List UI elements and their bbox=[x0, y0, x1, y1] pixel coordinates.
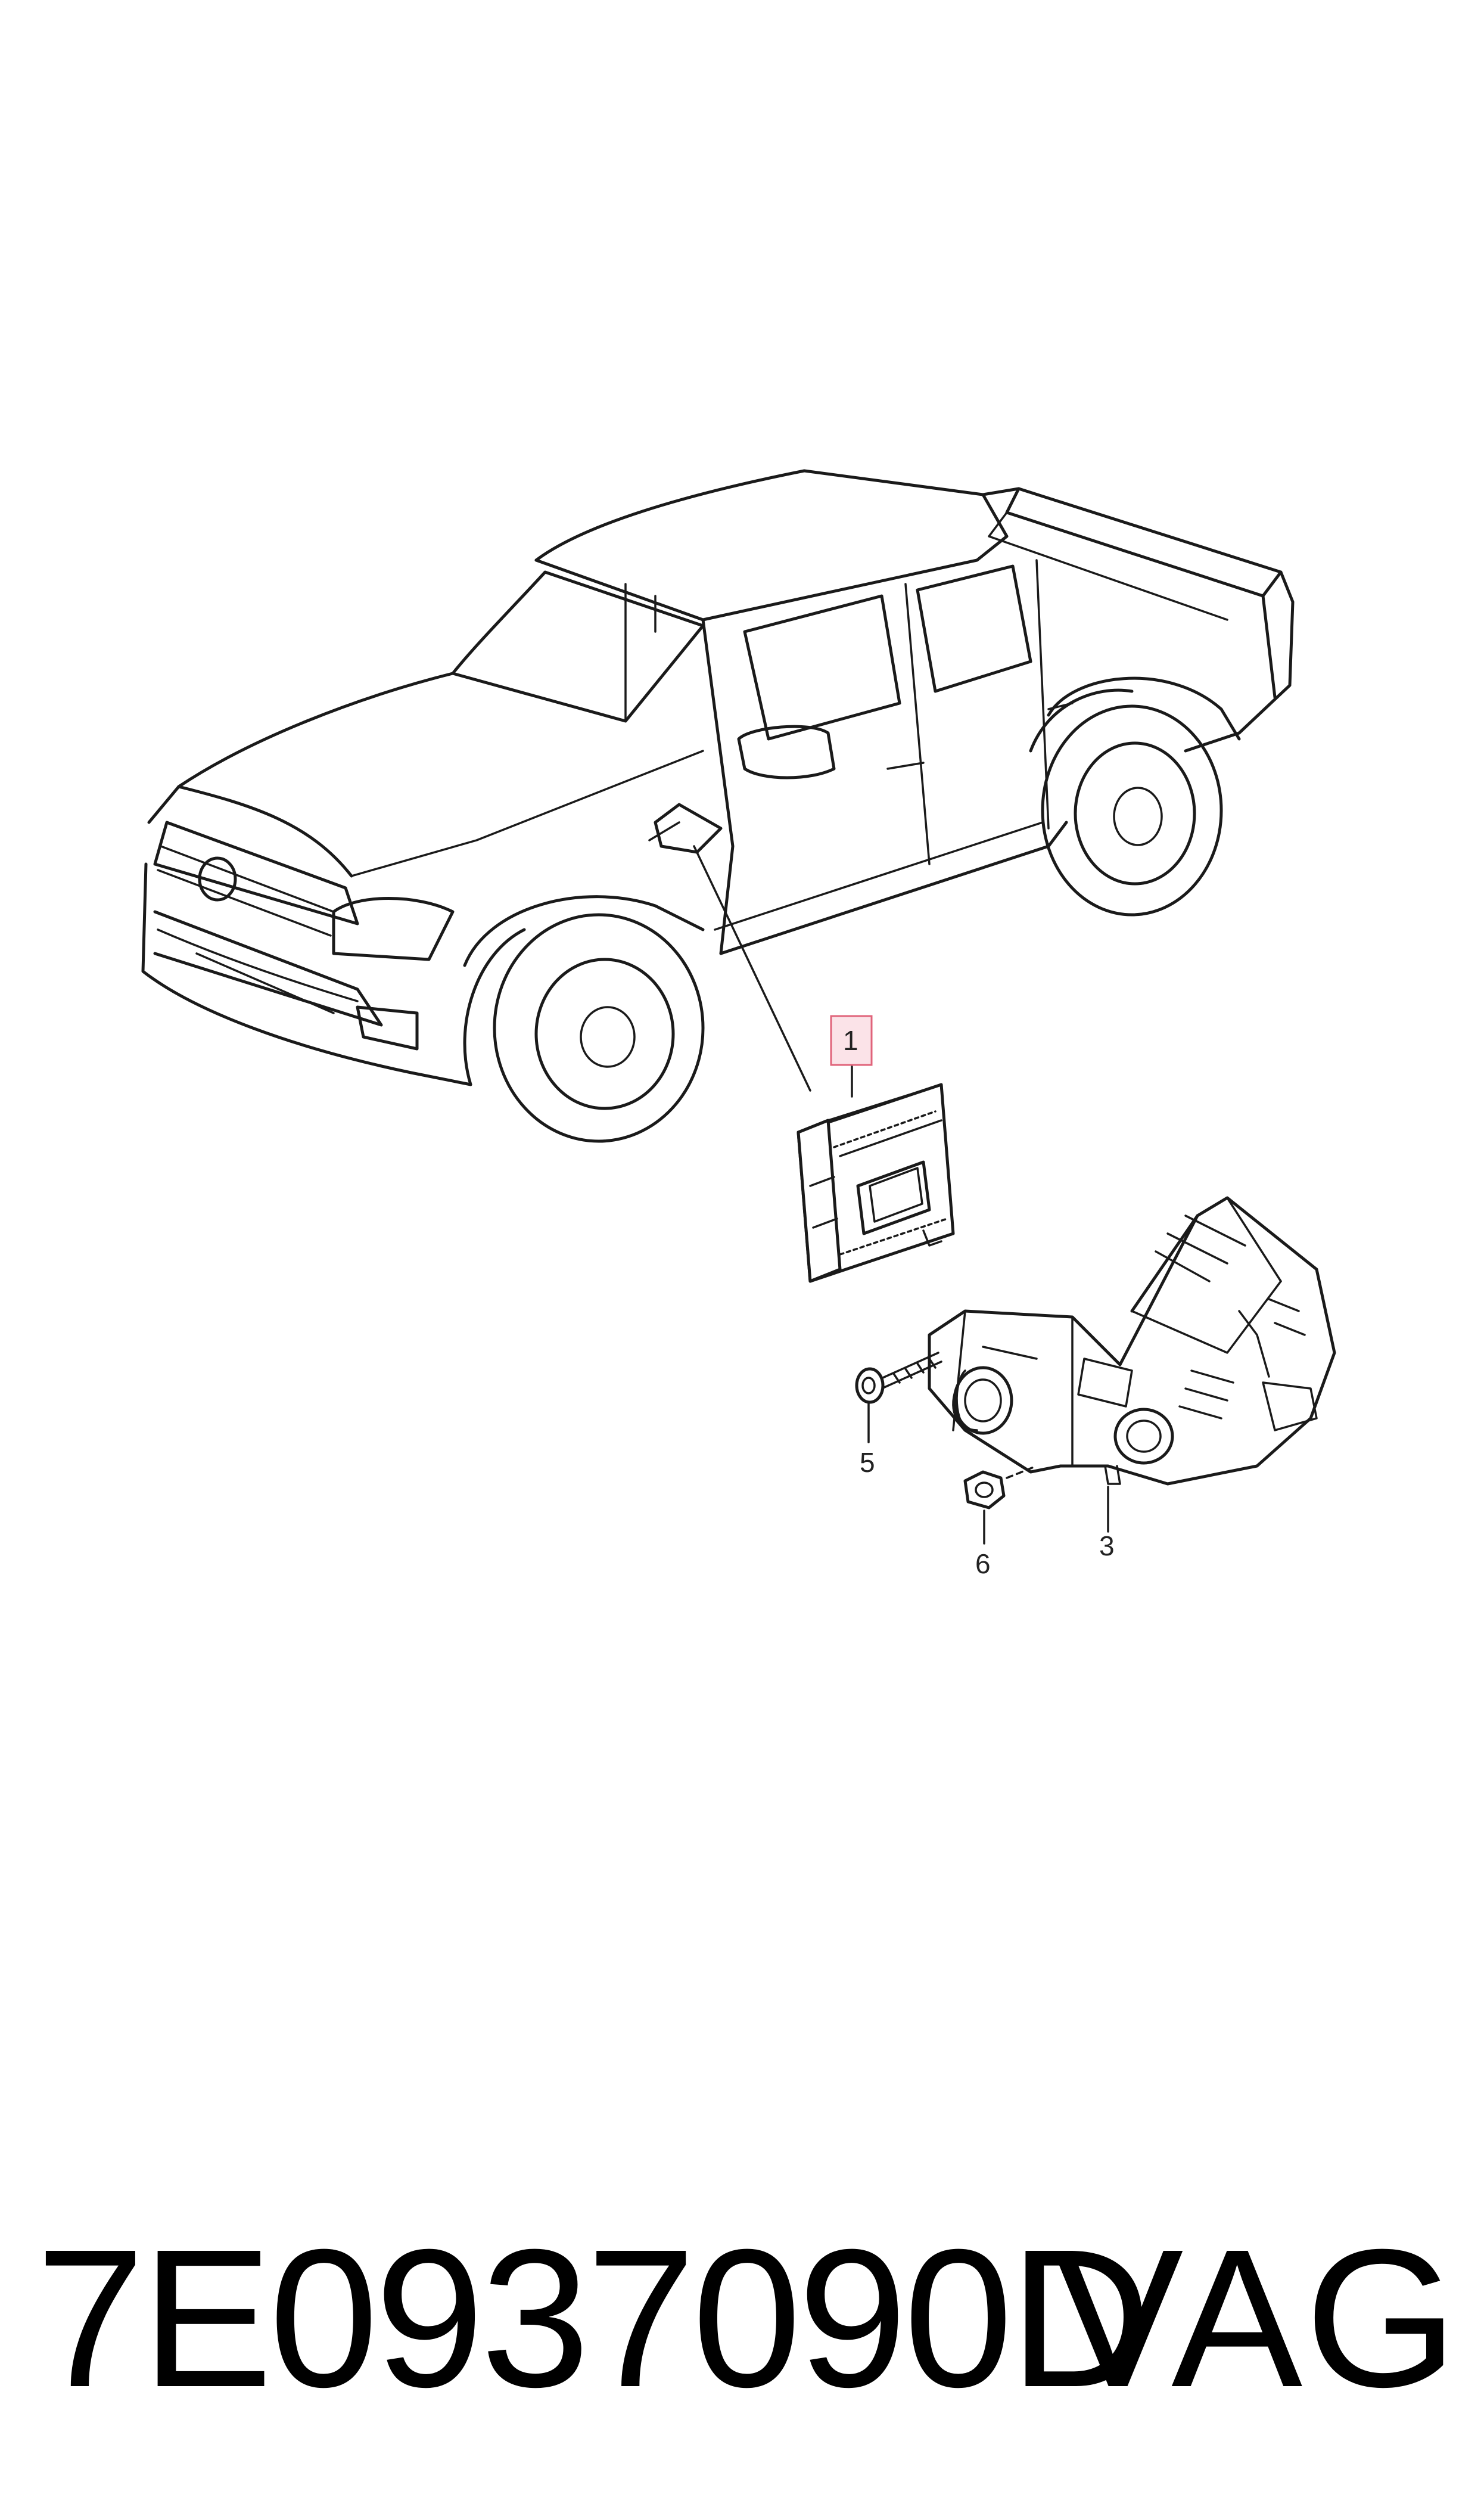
brand-label: VAG bbox=[1052, 2208, 1460, 2428]
part-number: 7E0937090D bbox=[36, 2208, 1152, 2428]
nut-item-6 bbox=[963, 1465, 1038, 1509]
bolt-item-5 bbox=[855, 1352, 942, 1404]
front-wheel bbox=[463, 895, 705, 1143]
rear-wheel bbox=[1029, 676, 1241, 917]
callout-5-label: 5 bbox=[860, 1447, 875, 1478]
control-unit-location-marker bbox=[654, 803, 723, 854]
pickup-truck-illustration bbox=[141, 469, 1295, 1143]
control-unit-item-1 bbox=[797, 1083, 955, 1283]
callout-3-label: 3 bbox=[1099, 1530, 1115, 1561]
leader-line-1 bbox=[693, 845, 811, 1092]
callout-1-label: 1 bbox=[843, 1025, 858, 1056]
bracket-assembly-item-3 bbox=[928, 1196, 1336, 1486]
callout-1-highlight-box bbox=[830, 1015, 873, 1066]
callout-6-label: 6 bbox=[975, 1548, 991, 1579]
